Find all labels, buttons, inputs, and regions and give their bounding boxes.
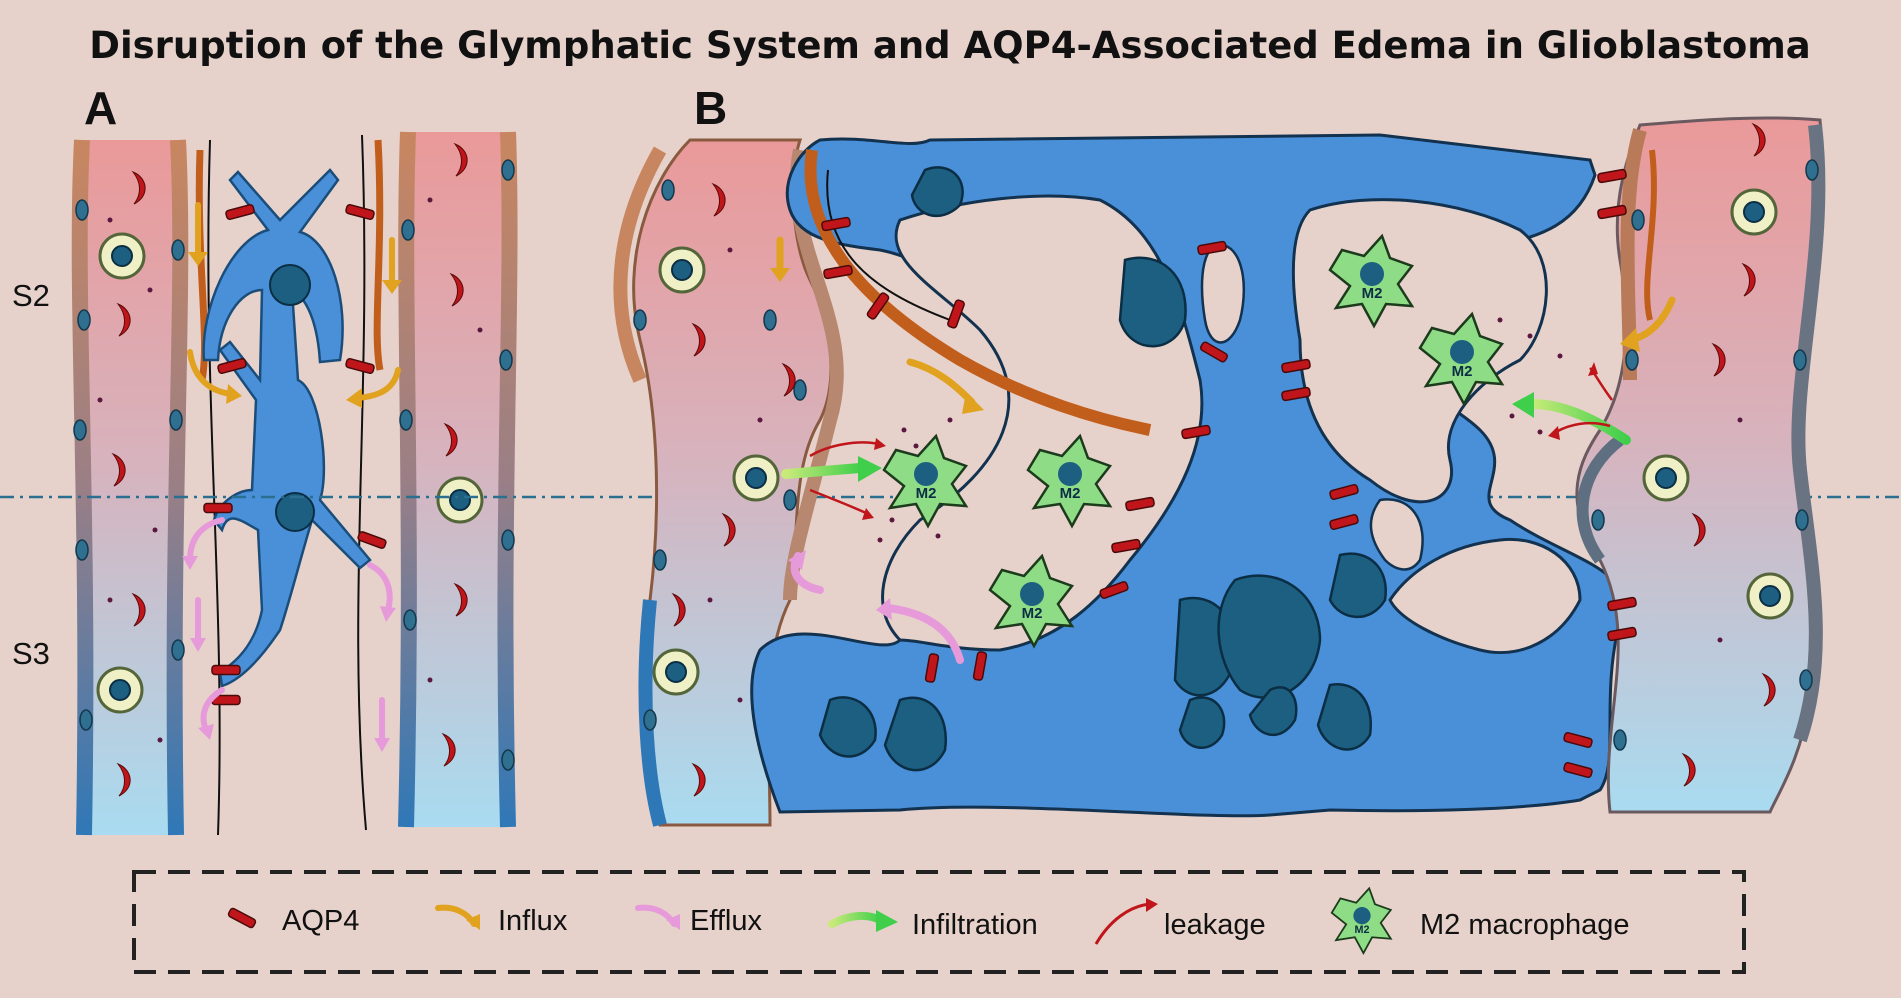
- svg-text:Infiltration: Infiltration: [912, 909, 1038, 941]
- svg-text:Efflux: Efflux: [690, 905, 763, 937]
- infiltration-arrows-b: [781, 392, 1631, 482]
- figure-title: Disruption of the Glymphatic System and …: [89, 24, 1811, 67]
- influx-arrows-a: [187, 202, 401, 401]
- legend-item-infiltration: Infiltration: [828, 909, 1038, 941]
- stage-label-s2: S2: [12, 278, 50, 313]
- svg-text:M2: M2: [916, 485, 937, 502]
- svg-text:leakage: leakage: [1164, 909, 1266, 941]
- blood-vessel-right: [398, 131, 518, 828]
- stage-label-s3: S3: [12, 636, 50, 671]
- panel-a-diagram: [71, 131, 518, 836]
- legend-item-influx: Influx: [435, 904, 568, 937]
- svg-text:Influx: Influx: [498, 905, 568, 937]
- legend-item-aqp4: AQP4: [226, 905, 359, 937]
- svg-text:M2 macrophage: M2 macrophage: [1420, 909, 1630, 941]
- legend-item-macrophage: M2 M2 macrophage: [1330, 886, 1630, 955]
- panel-b-diagram: M2 M2 M2 M2 M2: [613, 116, 1826, 827]
- svg-text:M2: M2: [1060, 485, 1081, 502]
- blood-vessel-left: [71, 139, 189, 836]
- macrophage-cells: M2 M2 M2 M2 M2: [882, 233, 1505, 649]
- legend-item-efflux: Efflux: [635, 904, 763, 937]
- tumor-astrocyte-mass: [750, 133, 1625, 818]
- panel-label-b: B: [694, 82, 727, 134]
- efflux-arrows-a: [187, 517, 393, 743]
- blood-vessel-b-right: [1575, 116, 1826, 814]
- legend-item-leakage: leakage: [1094, 898, 1266, 945]
- panel-label-a: A: [84, 82, 117, 134]
- legend-box: AQP4 Influx Efflux Infiltration leakage: [132, 870, 1746, 974]
- svg-text:AQP4: AQP4: [282, 905, 359, 937]
- svg-text:M2: M2: [1362, 285, 1383, 302]
- svg-text:M2: M2: [1355, 924, 1370, 936]
- svg-text:M2: M2: [1452, 363, 1473, 380]
- astrocyte-panel-a: [202, 168, 372, 688]
- svg-text:M2: M2: [1022, 605, 1043, 622]
